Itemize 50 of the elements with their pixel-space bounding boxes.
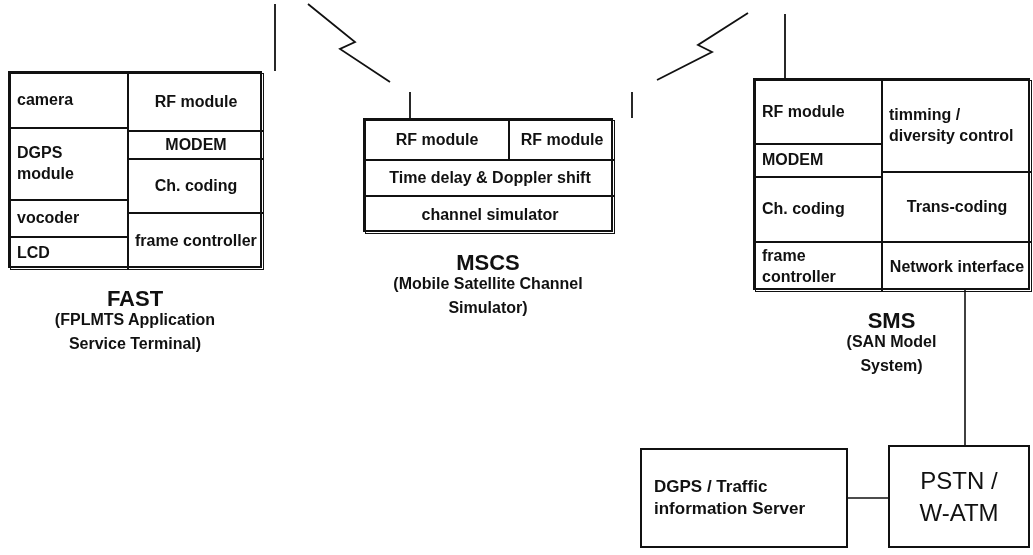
system-description: (SAN Model System)	[845, 332, 938, 376]
module-label: RF module	[762, 101, 845, 122]
system-description: (FPLMTS Application Service Terminal)	[53, 310, 217, 354]
module-cell	[755, 80, 882, 144]
server-box	[640, 448, 848, 548]
module-label: frame controller	[762, 246, 837, 287]
connector-line	[847, 497, 889, 499]
module-cell	[365, 120, 509, 160]
module-cell	[128, 213, 264, 270]
module-cell	[10, 200, 128, 237]
module-cell	[10, 237, 128, 270]
module-label: vocoder	[17, 208, 80, 229]
module-cell	[509, 120, 615, 160]
module-cell	[882, 242, 1032, 292]
module-cell	[882, 80, 1032, 172]
module-label: timming / diversity control	[889, 105, 1015, 146]
box-label: PSTN / W-ATM	[918, 466, 1000, 528]
module-cell	[365, 160, 615, 196]
server-box	[888, 445, 1030, 548]
module-label: Network interface	[889, 256, 1025, 277]
system-name: MSCS	[456, 249, 520, 277]
module-label: Time delay & Doppler shift	[389, 167, 591, 188]
module-label: Ch. coding	[762, 199, 845, 220]
connector-line	[964, 289, 966, 446]
module-cell	[882, 172, 1032, 242]
module-label: MODEM	[762, 150, 824, 171]
module-cell	[755, 177, 882, 242]
module-cell	[10, 73, 128, 128]
module-label: frame controller	[135, 231, 257, 252]
module-cell	[128, 131, 264, 159]
module-cell	[128, 73, 264, 131]
module-label: Ch. coding	[154, 175, 238, 196]
box-label: DGPS / Traffic information Server	[654, 475, 807, 520]
module-label: RF module	[520, 129, 604, 150]
module-label: MODEM	[165, 134, 227, 155]
module-label: LCD	[17, 243, 50, 264]
module-cell	[128, 159, 264, 213]
module-cell	[10, 128, 128, 200]
module-label: RF module	[154, 91, 238, 112]
module-label: camera	[17, 90, 74, 111]
system-name: FAST	[106, 285, 164, 313]
module-cell	[755, 144, 882, 177]
module-label: channel simulator	[421, 204, 559, 225]
module-label: RF module	[395, 129, 479, 150]
module-cell	[365, 196, 615, 234]
module-label: DGPS module	[17, 143, 75, 184]
module-cell	[755, 242, 882, 292]
system-name: SMS	[867, 307, 916, 335]
module-label: Trans-coding	[906, 196, 1008, 217]
system-description: (Mobile Satellite Channel Simulator)	[392, 274, 584, 318]
